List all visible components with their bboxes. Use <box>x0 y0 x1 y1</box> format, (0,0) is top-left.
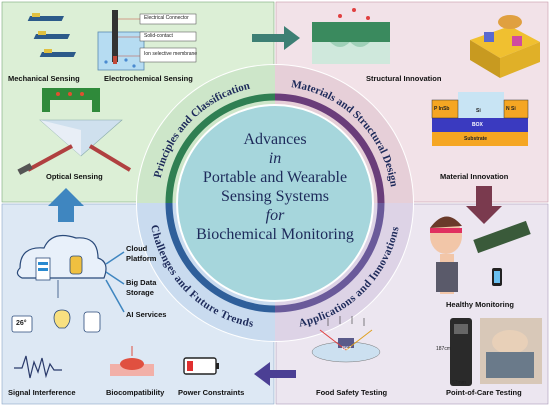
mechanical-sensor-icons <box>27 13 76 57</box>
caption-material-innovation: Material Innovation <box>440 172 509 181</box>
smart-home-icons <box>11 309 101 333</box>
title-line-4: Sensing Systems <box>220 188 329 205</box>
title-line-1: Advances <box>243 131 307 148</box>
layer-si: Si <box>476 108 481 114</box>
arrow-to-challenges <box>254 362 296 386</box>
caption-electrochemical-sensing: Electrochemical Sensing <box>104 74 193 83</box>
caption-food-safety: Food Safety Testing <box>316 388 388 397</box>
label-ion-membrane: Ion selective membrane <box>144 51 198 57</box>
transistor-device-icon <box>470 15 540 78</box>
center-circle <box>176 104 374 302</box>
title-line-3: Portable and Wearable <box>202 169 348 186</box>
dimension-width: 57mm <box>452 380 466 386</box>
arc-blue <box>165 202 276 313</box>
caption-biocompatibility: Biocompatibility <box>106 388 165 397</box>
connection-arrows <box>105 251 125 313</box>
biocompatibility-icon <box>110 346 154 376</box>
low-battery-icon <box>183 357 219 375</box>
material-layer-stack <box>431 92 529 146</box>
layer-p-insb: P InSb <box>434 106 450 112</box>
title-line-6: Biochemical Monitoring <box>196 226 354 243</box>
arc-maroon <box>274 93 385 204</box>
central-title: Advances in Portable and Wearable Sensin… <box>170 130 380 244</box>
wearable-head-icon <box>430 216 531 294</box>
arrow-to-principles <box>48 188 84 222</box>
label-ai-services: AI Services <box>126 310 167 319</box>
layer-box: BOX <box>472 122 483 128</box>
arc-green <box>165 93 276 204</box>
arrow-to-materials <box>252 26 300 50</box>
label-bigdata-line1: Big Data <box>126 278 157 287</box>
caption-structural-innovation: Structural Innovation <box>366 74 442 83</box>
optical-sensor-icon <box>17 88 132 175</box>
caption-mechanical-sensing: Mechanical Sensing <box>8 74 80 83</box>
caption-signal-interference: Signal Interference <box>8 388 76 397</box>
arc-purple <box>274 202 385 313</box>
label-solid-contact: Solid-contact <box>144 33 173 39</box>
lamp-label: BK7 <box>342 346 352 352</box>
signal-wave-icon <box>14 355 62 379</box>
label-bigdata-line2: Storage <box>126 288 154 297</box>
point-of-care-device <box>450 318 542 386</box>
layer-substrate: Substrate <box>464 136 488 142</box>
structural-innovation-icon <box>312 8 390 64</box>
electrochemical-cell-icon <box>97 10 197 71</box>
dimension-height: 187cm <box>436 346 452 352</box>
caption-optical-sensing: Optical Sensing <box>46 172 103 181</box>
title-line-2: in <box>268 150 282 167</box>
title-line-5: for <box>265 207 285 224</box>
thermostat-reading: 26° <box>16 320 27 327</box>
cloud-platform-icon <box>16 235 107 298</box>
caption-power-constraints: Power Constraints <box>178 388 245 397</box>
label-cloud-line1: Cloud <box>126 244 148 253</box>
food-safety-icon <box>311 316 381 363</box>
arrow-to-applications <box>466 186 502 224</box>
label-cloud-line2: Platform <box>126 254 157 263</box>
caption-point-of-care: Point-of-Care Testing <box>446 388 522 397</box>
layer-n-si: N Si <box>506 106 516 112</box>
caption-healthy-monitoring: Healthy Monitoring <box>446 300 514 309</box>
label-electrical-connector: Electrical Connector <box>144 15 189 21</box>
